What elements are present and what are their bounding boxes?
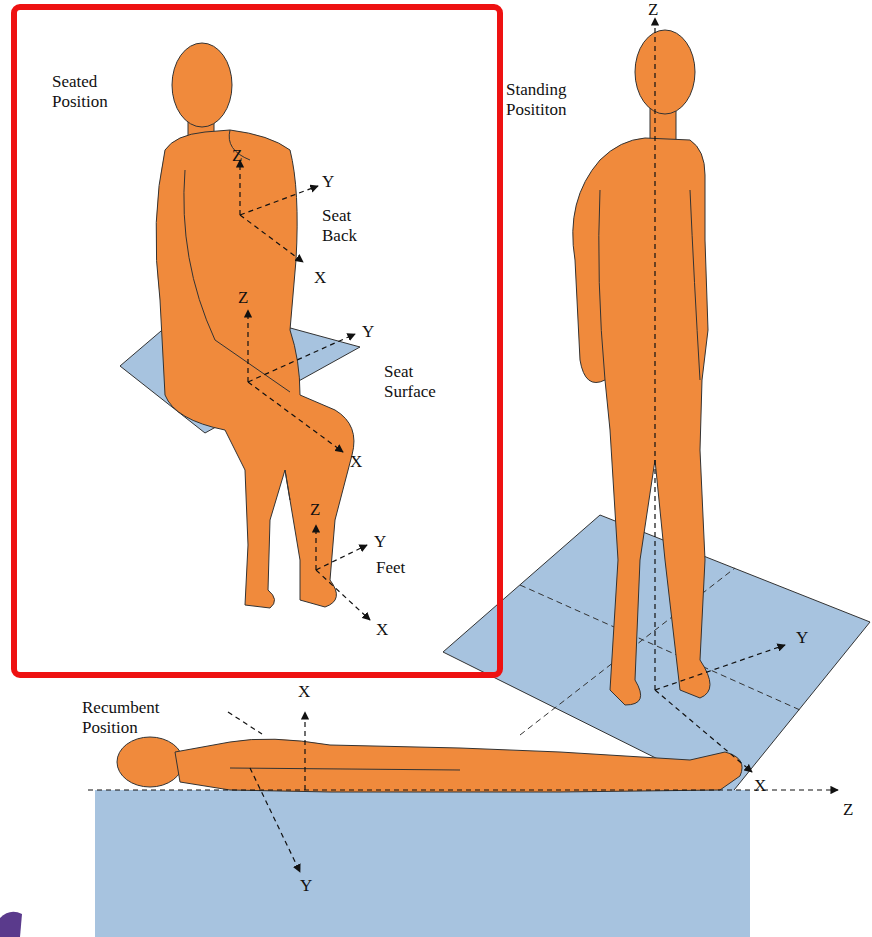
- axis-letter: X: [754, 776, 766, 796]
- axis-letter: Y: [322, 172, 334, 192]
- axis-letter: Z: [310, 500, 320, 520]
- axis-letter: X: [314, 268, 326, 288]
- highlight-frame: [14, 7, 500, 675]
- position-title: Standing Posititon: [506, 80, 586, 121]
- seated-figure: [156, 43, 354, 608]
- position-title: Recumbent Position: [82, 698, 177, 739]
- axis-letter: Z: [238, 288, 248, 308]
- axis-letter: X: [350, 452, 362, 472]
- part-name: Seat Surface: [384, 362, 454, 403]
- standing-figure: [573, 30, 710, 705]
- bed-surface: [95, 790, 750, 937]
- axis-letter: Z: [843, 800, 853, 820]
- axis-lines: [88, 18, 838, 872]
- recumbent-figure: [117, 737, 742, 792]
- axis-letter: Z: [232, 146, 242, 166]
- plate-grid: [520, 585, 800, 710]
- axis-letter: Y: [374, 532, 386, 552]
- position-title: Seated Position: [52, 72, 132, 113]
- logo-mark: [0, 912, 22, 937]
- axis-letter: Y: [300, 876, 312, 896]
- part-name: Feet: [376, 558, 405, 578]
- axis-letter: Y: [362, 322, 374, 342]
- axis-letter: X: [298, 682, 310, 702]
- part-name: Seat Back: [322, 206, 377, 247]
- axis-letter: Y: [796, 628, 808, 648]
- axis-letter: X: [376, 620, 388, 640]
- axis-letter: Z: [648, 0, 658, 20]
